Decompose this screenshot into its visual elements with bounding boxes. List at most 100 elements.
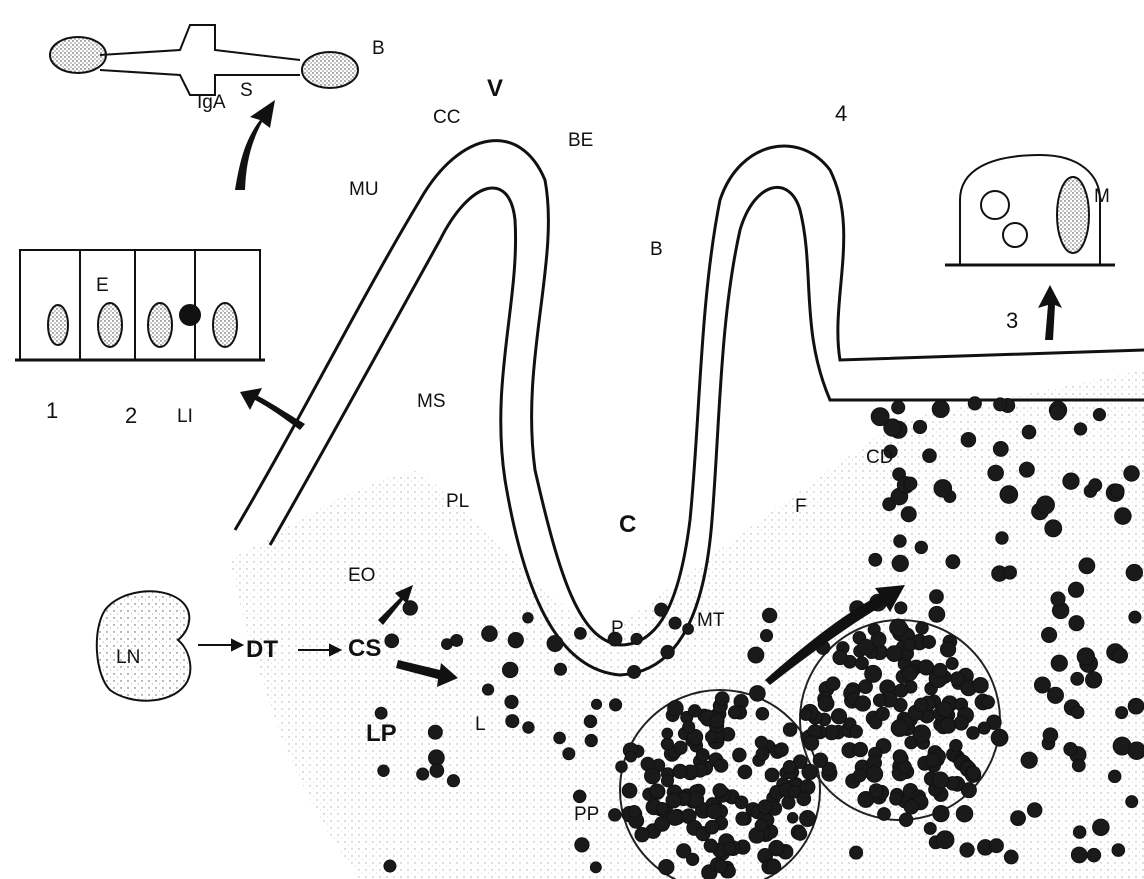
lymphocyte-dot <box>961 432 976 447</box>
lymphocyte-dot <box>932 400 949 417</box>
lymphocyte-dot <box>993 442 1008 457</box>
lymphocyte-dot <box>884 419 901 436</box>
lymphocyte-dot <box>735 796 748 809</box>
label-pl: PL <box>446 492 469 511</box>
lymphocyte-dot <box>661 645 674 658</box>
lymphocyte-dot <box>506 715 519 728</box>
lymphocyte-dot <box>1051 592 1065 606</box>
lymphocyte-dot <box>936 831 954 849</box>
lymphocyte-dot <box>940 718 955 733</box>
lymphocyte-dot <box>926 753 941 768</box>
lymphocyte-dot <box>1112 844 1125 857</box>
label-mu: MU <box>349 180 379 199</box>
lymphocyte-dot <box>866 766 882 782</box>
m-cell-inset <box>945 155 1115 265</box>
lymphocyte-dot <box>622 783 637 798</box>
lymphocyte-dot <box>631 633 642 644</box>
lymphocyte-dot <box>1128 742 1144 759</box>
lymphocyte-dot <box>1072 759 1085 772</box>
lymphocyte-dot <box>893 750 907 764</box>
lymphocyte-dot <box>378 765 389 776</box>
lymphocyte-dot <box>707 804 722 819</box>
lymphocyte-dot <box>585 734 597 746</box>
lymphocyte-dot <box>584 715 596 727</box>
lymphocyte-dot <box>1047 687 1063 703</box>
lymphocyte-dot <box>715 860 728 873</box>
label-l: L <box>475 715 486 734</box>
lymphocyte-dot <box>982 696 995 709</box>
lymphocyte-dot <box>1126 564 1142 580</box>
lymphocyte-dot <box>1115 508 1132 525</box>
lymphocyte-dot <box>384 860 396 872</box>
lymphocyte-dot <box>932 772 948 788</box>
lymphocyte-dot <box>850 846 863 859</box>
lymphocyte-dot <box>894 535 906 547</box>
lymphocyte-dot <box>616 761 627 772</box>
lymphocyte-dot <box>760 630 772 642</box>
lymphocyte-dot <box>728 706 741 719</box>
lymphocyte-dot <box>775 743 789 757</box>
lymphocyte-dot <box>956 805 972 821</box>
lymphocyte-dot <box>505 695 518 708</box>
lymphocyte-dot <box>1050 405 1065 420</box>
lymphocyte-dot <box>826 677 840 691</box>
lymphocyte-dot <box>451 634 463 646</box>
label-mt: MT <box>697 611 724 630</box>
lymphocyte-dot <box>1073 826 1086 839</box>
lymphocyte-dot <box>804 736 819 751</box>
lymphocyte-dot <box>961 783 976 798</box>
lymphocyte-dot <box>705 820 719 834</box>
lymphocyte-dot <box>713 784 727 798</box>
lymphocyte-dot <box>674 741 687 754</box>
lymphocyte-dot <box>683 721 695 733</box>
lymphocyte-dot <box>797 792 811 806</box>
lymphocyte-dot <box>894 684 907 697</box>
lymphocyte-dot <box>901 507 916 522</box>
lymphocyte-dot <box>417 768 429 780</box>
lymphocyte-dot <box>940 642 955 657</box>
lymphocyte-dot <box>750 686 766 702</box>
lymphocyte-dot <box>973 677 989 693</box>
lymphocyte-dot <box>853 742 867 756</box>
lymphocyte-dot <box>794 827 807 840</box>
lymphocyte-dot <box>1037 496 1055 514</box>
lymphocyte-dot <box>748 647 764 663</box>
lymphocyte-dot <box>1004 850 1018 864</box>
lymphocyte-dot <box>403 601 417 615</box>
lymphocyte-dot <box>659 859 674 874</box>
lymphocyte-dot <box>978 722 990 734</box>
label-lamina-propria: LP <box>366 722 397 746</box>
lymphocyte-dot <box>575 838 589 852</box>
label-route-3: 3 <box>1006 310 1018 332</box>
lymphocyte-dot <box>903 639 916 652</box>
lymphocyte-dot <box>447 775 459 787</box>
lymphocyte-dot <box>523 722 534 733</box>
lymphocyte-dot <box>933 663 947 677</box>
lymphocyte-dot <box>1074 423 1086 435</box>
lymphocyte-dot <box>1034 677 1050 693</box>
lymphocyte-dot <box>950 739 962 751</box>
lymphocyte-dot <box>1043 728 1058 743</box>
lymphocyte-dot <box>1021 752 1037 768</box>
lymphocyte-dot <box>428 725 442 739</box>
lymphocyte-dot <box>1068 582 1083 597</box>
label-f: F <box>795 497 807 516</box>
lymphocyte-dot <box>645 768 661 784</box>
lymphocyte-dot <box>1089 479 1102 492</box>
label-route-1: 1 <box>46 400 58 422</box>
lymphocyte-dot <box>385 634 399 648</box>
lymphocyte-dot <box>873 694 886 707</box>
lymphocyte-dot <box>988 465 1004 481</box>
lymphocyte-dot <box>1129 611 1141 623</box>
label-be: BE <box>568 131 593 150</box>
label-route-2: 2 <box>125 405 137 427</box>
lymphocyte-dot <box>733 748 746 761</box>
lymphocyte-dot <box>915 541 927 553</box>
iga-inset-drawing <box>50 25 358 95</box>
lymphocyte-dot <box>849 725 862 738</box>
lymphocyte-dot <box>715 692 729 706</box>
lymphocyte-dot <box>968 397 981 410</box>
lymphocyte-dot <box>738 765 752 779</box>
lymphocyte-dot <box>714 759 728 773</box>
